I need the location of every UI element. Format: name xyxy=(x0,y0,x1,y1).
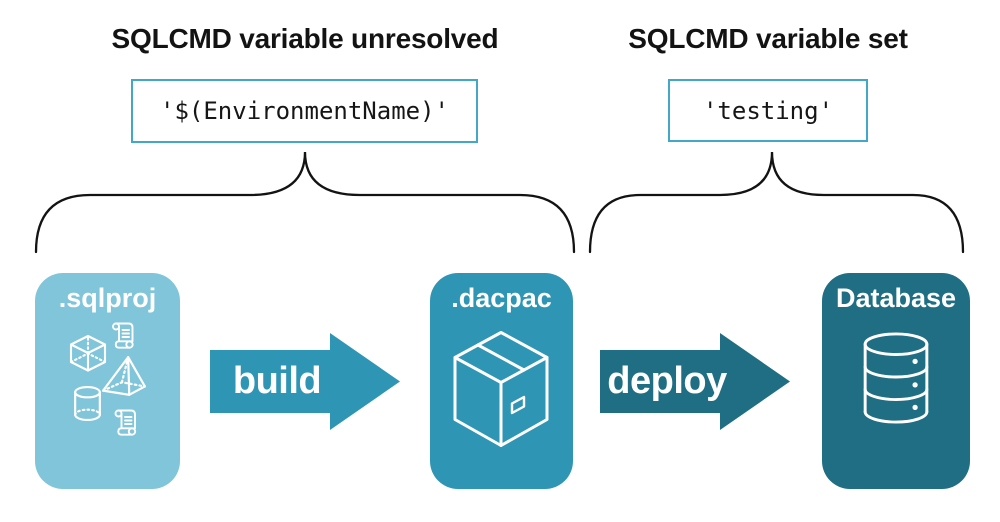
package-icon xyxy=(445,326,558,452)
dacpac-node: .dacpac xyxy=(430,273,573,489)
unresolved-variable-box: '$(EnvironmentName)' xyxy=(131,79,478,143)
sqlproj-node: .sqlproj xyxy=(35,273,180,489)
arrow-shape xyxy=(210,333,400,430)
dacpac-label: .dacpac xyxy=(451,283,552,313)
set-variable-value: 'testing' xyxy=(702,96,834,125)
left-heading: SQLCMD variable unresolved xyxy=(111,23,499,54)
sqlproj-label: .sqlproj xyxy=(58,283,157,313)
database-label: Database xyxy=(835,283,957,313)
scroll-icon xyxy=(109,321,137,351)
right-brace xyxy=(588,151,965,254)
scroll-icon xyxy=(112,408,139,438)
group-braces xyxy=(34,151,965,254)
deploy-arrow-label: deploy xyxy=(607,360,727,402)
cylinder-icon xyxy=(72,385,103,422)
database-icon xyxy=(858,331,934,425)
build-arrow-label: build xyxy=(232,360,322,402)
build-arrow: build xyxy=(210,333,400,430)
unresolved-variable-value: '$(EnvironmentName)' xyxy=(160,97,449,125)
right-heading: SQLCMD variable set xyxy=(628,23,908,54)
cube-icon xyxy=(66,333,110,373)
arrow-shape xyxy=(600,333,790,430)
deploy-arrow: deploy xyxy=(600,333,790,430)
database-node: Database xyxy=(822,273,970,489)
left-brace xyxy=(34,151,576,254)
pyramid-icon xyxy=(101,355,147,397)
set-variable-box: 'testing' xyxy=(668,79,868,142)
